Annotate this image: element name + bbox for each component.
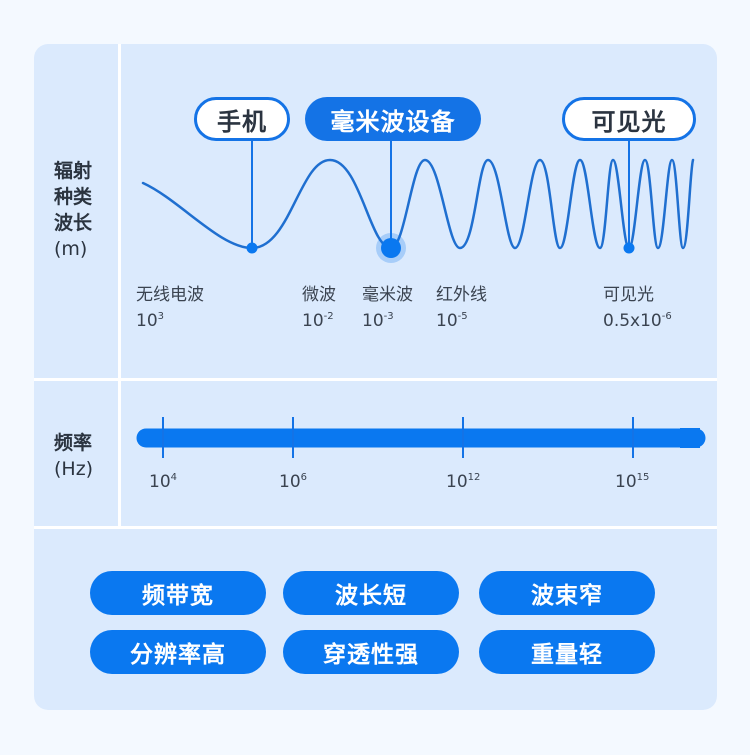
feature-pill-strong-penetration: 穿透性强: [283, 630, 459, 674]
band-name: 无线电波: [136, 285, 204, 305]
band-value: 103: [136, 311, 165, 331]
frequency-content-cell: [121, 381, 717, 526]
wave-line: [141, 158, 695, 250]
band-microwave: 微波 10-2: [302, 284, 336, 332]
label-line: 辐射: [54, 160, 93, 182]
feature-pill-light-weight: 重量轻: [479, 630, 655, 674]
frequency-tick-label: 1012: [446, 472, 481, 492]
band-radio: 无线电波 103: [136, 284, 204, 332]
band-name: 毫米波: [362, 285, 413, 305]
label-line: 种类: [54, 186, 93, 208]
wavelength-label-cell: [34, 44, 118, 378]
features-cell: [34, 529, 717, 710]
frequency-label-cell: [34, 381, 118, 526]
unit-label: (m): [54, 238, 88, 260]
unit-label: (Hz): [54, 458, 94, 480]
visible-light-marker: [623, 242, 635, 254]
feature-pill-short-wavelength: 波长短: [283, 571, 459, 615]
spectrum-card: [34, 44, 717, 710]
callout-mmwave-device: 毫米波设备: [305, 97, 481, 141]
frequency-row-label: 频率 (Hz): [54, 430, 93, 482]
frequency-tick-label: 106: [279, 472, 308, 492]
frequency-tick-label: 1015: [615, 472, 650, 492]
wavelength-row-label: 辐射 种类 波长 (m): [54, 158, 92, 262]
label-line: 波长: [54, 212, 93, 234]
band-value: 10-2: [302, 311, 334, 331]
band-value: 0.5x10-6: [603, 311, 672, 331]
band-millimeter-wave: 毫米波 10-3: [362, 284, 413, 332]
band-infrared: 红外线 10-5: [436, 284, 487, 332]
band-name: 可见光: [603, 285, 654, 305]
feature-pill-high-resolution: 分辨率高: [90, 630, 266, 674]
band-value: 10-3: [362, 311, 394, 331]
label-line: 频率: [54, 432, 93, 454]
band-name: 红外线: [436, 285, 487, 305]
phone-marker: [246, 242, 258, 254]
band-name: 微波: [302, 285, 336, 305]
feature-pill-wide-bandwidth: 频带宽: [90, 571, 266, 615]
band-visible-light: 可见光 0.5x10-6: [603, 284, 672, 332]
callout-visible-light: 可见光: [562, 97, 696, 141]
band-value: 10-5: [436, 311, 468, 331]
feature-pill-narrow-beam: 波束窄: [479, 571, 655, 615]
frequency-tick-label: 104: [149, 472, 178, 492]
mmwave-marker: [381, 238, 401, 258]
callout-phone: 手机: [194, 97, 290, 141]
